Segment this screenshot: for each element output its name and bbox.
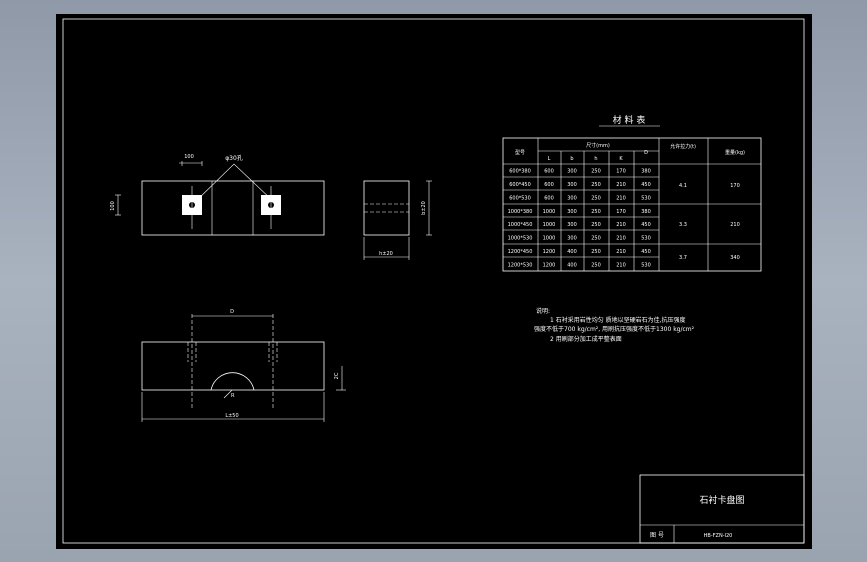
weight-group-1: 170 [730,183,740,189]
material-table: 材 料 表 型号 尺寸(mm) L b h K D 允许拉力(t) 重量(kg) [502,114,762,272]
table-cell: 380 [641,169,651,175]
table-cell: 1200*450 [508,249,533,255]
height-dim-label: 100 [110,201,116,211]
table-cell: 250 [591,182,601,188]
table-cell: 300 [567,209,577,215]
front-view-outline [141,180,325,236]
table-cell: 210 [616,249,626,255]
table-cell: 1200 [543,262,556,268]
side-width-dim-label: h±20 [379,251,393,257]
table-cell: 210 [616,195,626,201]
length-dim-label: L±50 [225,413,238,419]
table-cell: 250 [591,222,601,228]
table-cell: 300 [567,169,577,175]
title-block: 石衬卡盘图 图 号 HB-FZN-I20 [639,474,805,544]
title-block-frame [639,474,805,544]
header-force: 允许拉力(t) [670,143,696,150]
side-height-dim-label: b±20 [421,201,427,215]
table-cell: 450 [641,249,651,255]
subheader-K: K [619,156,623,162]
material-table-title: 材 料 表 [613,114,646,126]
table-cell: 300 [567,236,577,242]
table-cell: 600 [544,169,554,175]
table-cell: 1000*450 [508,222,533,228]
notes-heading: 说明: [536,307,550,315]
force-group-1: 4.1 [679,183,687,189]
table-cell: 600*450 [509,182,531,188]
table-cell: 450 [641,222,651,228]
table-cell: 170 [616,209,626,215]
table-cell: 530 [641,195,651,201]
drawing-sheet: φ30孔 100 100 b±20 h±20 [56,14,812,549]
table-cell: 250 [591,249,601,255]
subheader-L: L [548,156,551,162]
table-cell: 250 [591,236,601,242]
table-cell: 1000 [543,209,556,215]
weight-group-3: 340 [730,255,740,261]
table-cell: 250 [591,169,601,175]
table-cell: 300 [567,182,577,188]
table-cell: 300 [567,222,577,228]
table-cell: 250 [591,262,601,268]
drawing-no: HB-FZN-I20 [704,533,733,539]
side-view: b±20 h±20 [363,180,432,260]
header-D: D [644,150,648,156]
D-dim-label: D [230,309,234,315]
table-cell: 300 [567,195,577,201]
table-cell: 600*380 [509,169,531,175]
subheader-h: h [594,156,597,162]
table-cell: 600 [544,182,554,188]
front-view: φ30孔 100 100 [110,154,325,236]
spacing-dim-label: 100 [184,154,194,160]
table-cell: 400 [567,262,577,268]
material-table-grid [502,137,762,272]
force-group-3: 3.7 [679,255,687,261]
header-model: 型号 [515,149,525,156]
table-cell: 600 [544,195,554,201]
notes-line-3: 2 用刷部分加工成平整表面 [550,335,622,343]
table-cell: 170 [616,169,626,175]
table-cell: 210 [616,262,626,268]
table-cell: 400 [567,249,577,255]
subheader-b: b [570,156,573,162]
hole-dim-label: φ30孔 [225,154,243,162]
table-cell: 250 [591,195,601,201]
table-cell: 1200 [543,249,556,255]
table-cell: 530 [641,236,651,242]
right-dim-label: 2C [334,372,340,379]
table-body: 600*380 600 300 250 170 380 600*450 600 300 250 21… [508,169,651,269]
bottom-view-outline [141,341,325,391]
notes-line-2: 强度不低于700 kg/cm², 用刷抗压强度不低于1300 kg/cm² [534,325,695,333]
table-cell: 1200*530 [508,262,533,268]
header-weight: 重量(kg) [725,149,745,156]
notes: 说明: 1 石衬采用岩性均匀 质地以坚硬岩石为佳,抗压强度 强度不低于700 k… [534,307,695,343]
cad-drawing: φ30孔 100 100 b±20 h±20 [62,18,805,544]
table-cell: 600*530 [509,195,531,201]
side-view-outline [363,180,410,236]
arc-cutout [210,372,255,391]
table-cell: 1000 [543,222,556,228]
table-cell: 1000*530 [508,236,533,242]
drawing-title: 石衬卡盘图 [699,494,744,506]
weight-group-2: 210 [730,222,740,228]
bottom-view: R D L±50 2C [141,309,346,422]
table-cell: 1000 [543,236,556,242]
drawing-frame [62,18,805,544]
table-cell: 250 [591,209,601,215]
drawing-no-label: 图 号 [650,532,664,539]
table-cell: 380 [641,209,651,215]
header-size: 尺寸(mm) [586,142,610,149]
table-cell: 210 [616,182,626,188]
table-cell: 530 [641,262,651,268]
table-cell: 450 [641,182,651,188]
radius-label: R [231,393,235,399]
table-cell: 210 [616,236,626,242]
notes-line-1: 1 石衬采用岩性均匀 质地以坚硬岩石为佳,抗压强度 [550,316,686,324]
table-cell: 210 [616,222,626,228]
table-cell: 1000*380 [508,209,533,215]
force-group-2: 3.3 [679,222,687,228]
